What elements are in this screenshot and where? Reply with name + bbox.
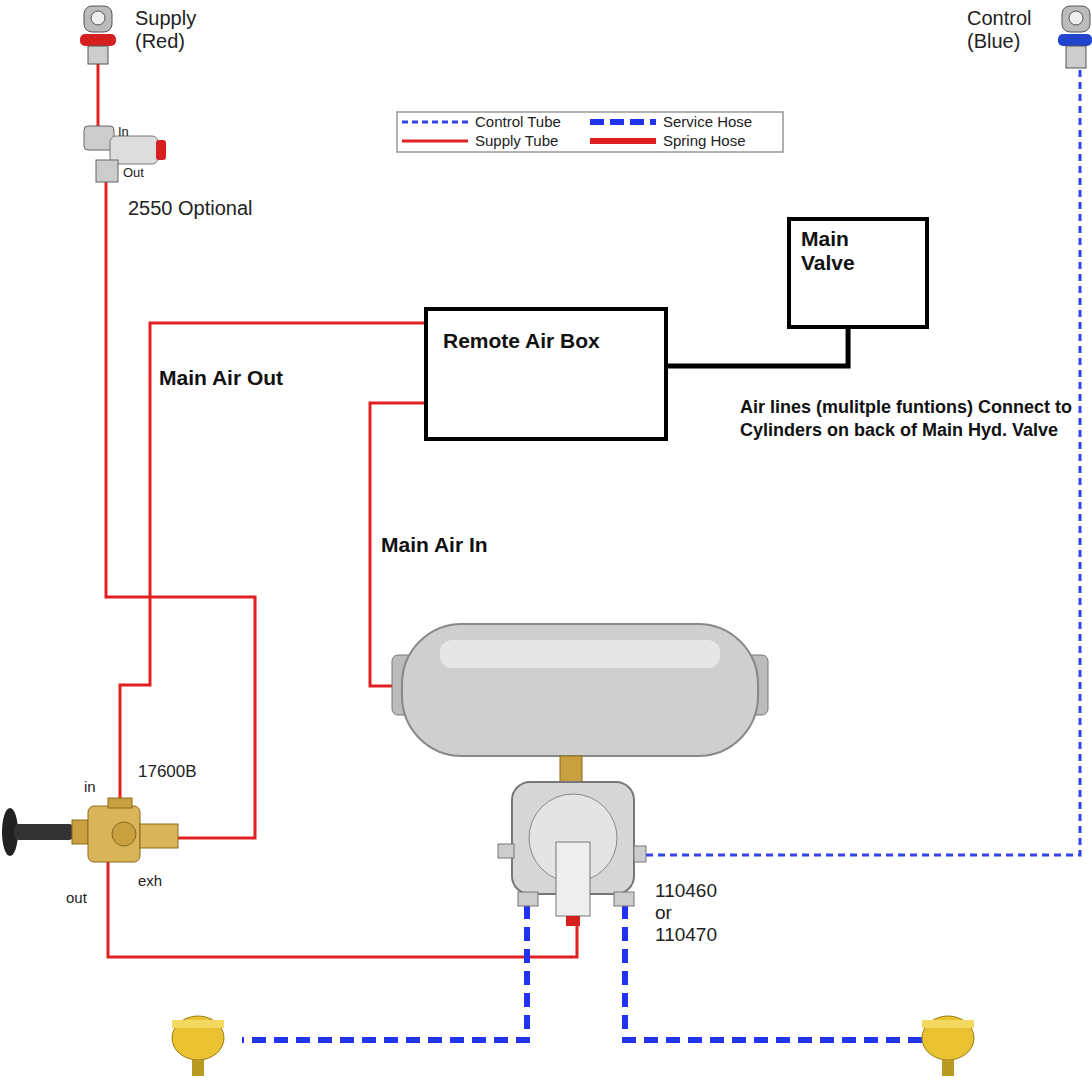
legend-sample (590, 119, 656, 125)
part-label: Control (Blue) (967, 7, 1047, 53)
part-label: Out (123, 166, 144, 181)
air-line-connector (668, 329, 848, 366)
legend-text: Spring Hose (663, 132, 746, 149)
legend-text: Control Tube (475, 113, 561, 130)
legend-sample (402, 140, 468, 143)
legend-text: Service Hose (663, 113, 752, 130)
legend-sample (590, 138, 656, 144)
part-label: In (118, 125, 129, 140)
box-title: Main Valve (801, 227, 871, 275)
part-label: Main Air Out (159, 366, 283, 390)
part-label: exh (138, 872, 162, 889)
part-label: Air lines (mulitple funtions) Connect to… (740, 396, 1075, 443)
component-box: Remote Air Box (424, 307, 668, 441)
part-label: Supply (Red) (135, 7, 215, 53)
part-label: out (66, 889, 87, 906)
legend-text: Supply Tube (475, 132, 558, 149)
part-label: 17600B (138, 762, 197, 782)
box-title: Remote Air Box (443, 329, 649, 353)
component-box: Main Valve (787, 217, 929, 329)
part-label: in (84, 778, 96, 795)
part-label: Main Air In (381, 533, 488, 557)
part-label: 2550 Optional (128, 197, 253, 220)
legend-sample (402, 121, 468, 124)
part-label: 110460 or 110470 (655, 880, 735, 946)
